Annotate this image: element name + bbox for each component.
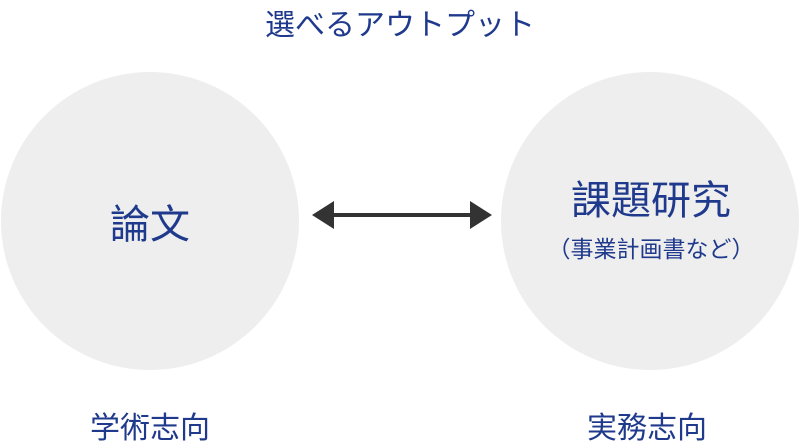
left-circle bbox=[1, 72, 299, 370]
double-arrow-icon bbox=[312, 201, 492, 229]
right-circle-sublabel: （事業計画書など） bbox=[547, 237, 755, 263]
diagram-title: 選べるアウトプット bbox=[265, 8, 535, 43]
left-circle-label: 論文 bbox=[110, 202, 190, 248]
right-circle bbox=[501, 72, 799, 370]
left-caption: 学術志向 bbox=[90, 411, 210, 446]
right-caption: 実務志向 bbox=[587, 411, 707, 446]
right-circle-label: 課題研究 bbox=[571, 178, 731, 224]
